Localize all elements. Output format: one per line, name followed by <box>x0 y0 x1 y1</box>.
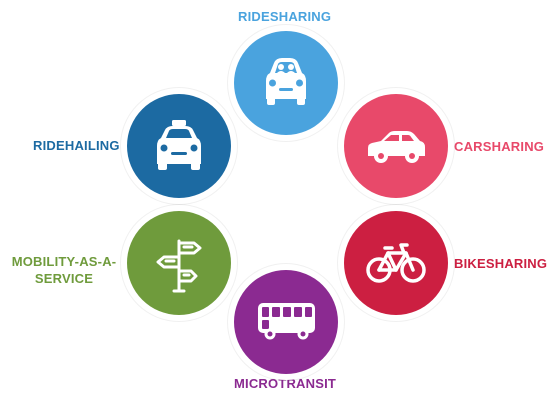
car-front-passengers-icon <box>266 58 306 105</box>
carsharing-circle <box>344 94 448 198</box>
signpost-icon <box>156 239 202 293</box>
mobility-as-a-service-circle <box>127 211 231 315</box>
bus-icon <box>258 303 315 340</box>
microtransit-circle <box>234 270 338 374</box>
bicycle-icon <box>366 243 426 283</box>
taxi-icon <box>157 120 201 170</box>
ridehailing-circle <box>127 94 231 198</box>
mobility-as-a-service-label-line2: SERVICE <box>34 271 94 286</box>
bikesharing-circle <box>344 211 448 315</box>
mobility-as-a-service-label-line1: MOBILITY-AS-A- <box>11 254 117 269</box>
mobility-as-a-service-label: MOBILITY-AS-A- SERVICE <box>8 253 120 287</box>
ridehailing-label: RIDEHAILING <box>33 138 120 153</box>
ridesharing-circle <box>234 31 338 135</box>
car-side-icon <box>368 131 425 163</box>
bikesharing-label: BIKESHARING <box>454 256 548 271</box>
microtransit-label: MICROTRANSIT <box>234 376 337 391</box>
carsharing-label: CARSHARING <box>454 139 545 154</box>
ridesharing-label: RIDESHARING <box>238 9 332 24</box>
